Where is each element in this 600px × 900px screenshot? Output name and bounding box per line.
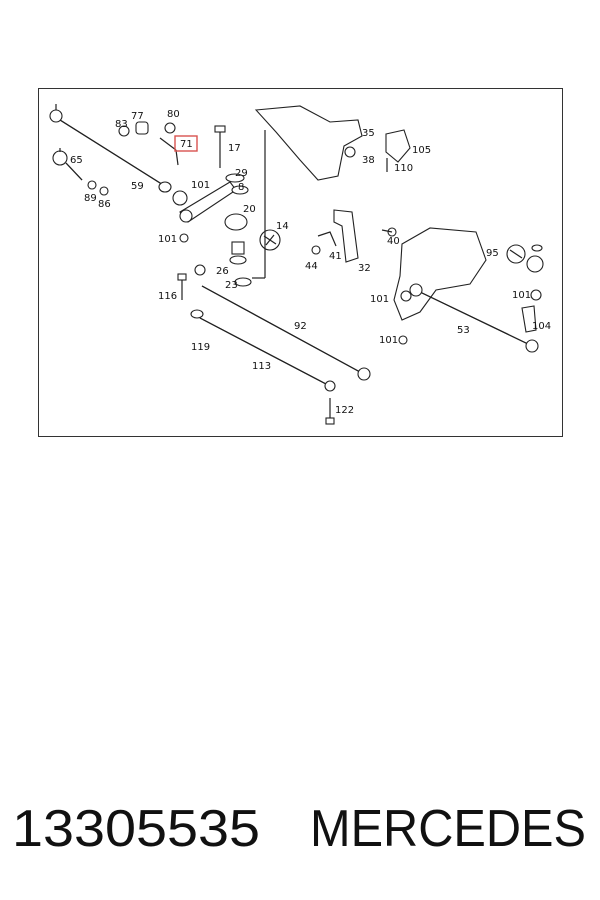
part-label: 8 — [238, 182, 244, 193]
part-label: 23 — [225, 280, 238, 291]
tie-rod-upper-left — [49, 104, 172, 193]
part-label: 89 — [84, 193, 97, 204]
part-label: 101 — [191, 180, 210, 191]
part-label: 110 — [394, 163, 413, 174]
part-label: 86 — [98, 199, 111, 210]
part-label: 17 — [228, 143, 241, 154]
part-label: 26 — [216, 266, 229, 277]
part-label: 32 — [358, 263, 371, 274]
fastener-cluster-top — [118, 121, 179, 166]
idler-arm-assembly — [172, 125, 281, 287]
part-label: 59 — [131, 181, 144, 192]
part-label: 80 — [167, 109, 180, 120]
part-label: 101 — [370, 294, 389, 305]
part-label: 41 — [329, 251, 342, 262]
part-label: 92 — [294, 321, 307, 332]
part-labels: 77 80 83 71 17 35 105 38 110 65 59 101 2… — [70, 109, 551, 416]
part-label: 40 — [387, 236, 400, 247]
part-label: 65 — [70, 155, 83, 166]
bracket-32-group — [311, 209, 397, 263]
part-label: 119 — [191, 342, 210, 353]
part-label: 101 — [379, 335, 398, 346]
part-label: 38 — [362, 155, 375, 166]
parts-diagram: 77 80 83 71 17 35 105 38 110 65 59 101 2… — [38, 88, 563, 437]
shield-plate — [254, 105, 363, 181]
part-label: 77 — [131, 111, 144, 122]
part-label-highlighted: 71 — [180, 139, 193, 150]
part-label: 29 — [235, 168, 248, 179]
part-label: 113 — [252, 361, 271, 372]
part-label: 116 — [158, 291, 177, 302]
part-label: 101 — [512, 290, 531, 301]
footer: 13305535 MERCEDES — [12, 800, 586, 858]
tie-rod-right — [398, 283, 539, 353]
part-label: 35 — [362, 128, 375, 139]
part-number: 13305535 — [12, 800, 260, 858]
brand-name: MERCEDES — [310, 800, 586, 858]
part-label: 101 — [158, 234, 177, 245]
bracket-105 — [385, 129, 411, 163]
part-label: 105 — [412, 145, 431, 156]
part-label: 20 — [243, 204, 256, 215]
part-label: 83 — [115, 119, 128, 130]
part-label: 104 — [532, 321, 551, 332]
tie-rod-end-left — [52, 148, 109, 196]
right-side-parts — [506, 244, 544, 333]
part-label: 44 — [305, 261, 318, 272]
bracket-lines — [252, 130, 266, 279]
part-label: 122 — [335, 405, 354, 416]
part-label: 14 — [276, 221, 289, 232]
part-label: 53 — [457, 325, 470, 336]
steering-gear — [393, 227, 487, 321]
highlight-box — [174, 135, 198, 152]
part-label: 95 — [486, 248, 499, 259]
drag-links — [177, 264, 371, 425]
